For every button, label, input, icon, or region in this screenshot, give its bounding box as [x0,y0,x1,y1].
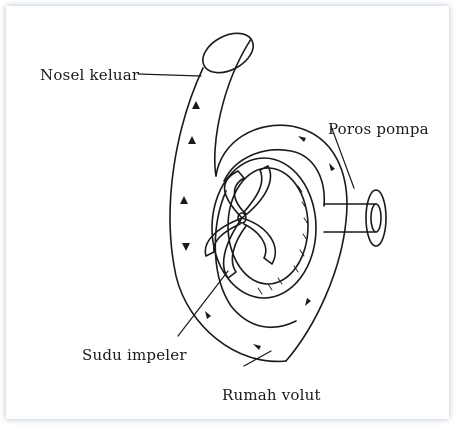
outlet-nozzle-label: Nosel keluar [40,66,139,84]
pump-shaft-label: Poros pompa [328,120,429,138]
pump-shaft [324,190,386,246]
volute-casing [215,125,347,361]
volute-casing-label: Rumah volut [222,386,321,404]
impeller-blade-label: Sudu impeler [82,346,187,364]
figure-frame: Nosel keluar Poros pompa Sudu impeler Ru… [6,6,449,419]
